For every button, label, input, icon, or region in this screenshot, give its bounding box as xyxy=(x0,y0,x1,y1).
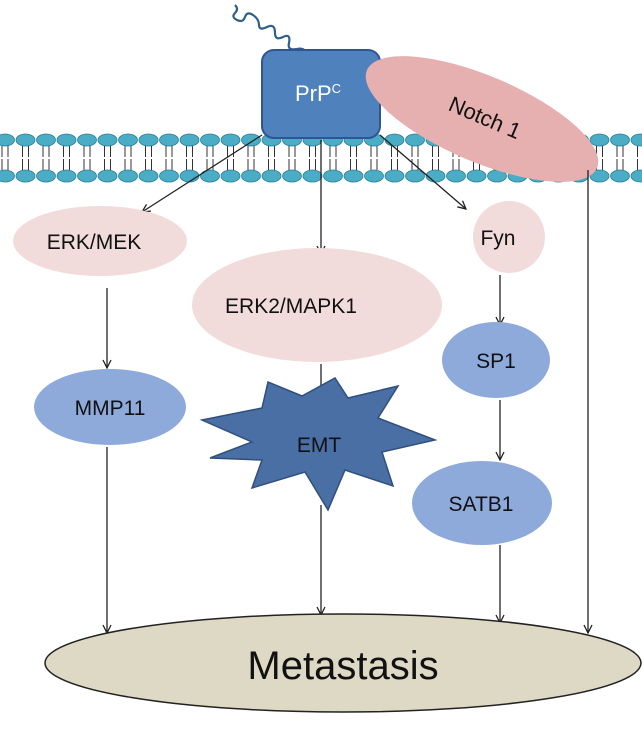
lipid-head xyxy=(241,133,261,147)
arrow-prpc-fyn xyxy=(379,134,466,209)
node-erk-mek: ERK/MEK xyxy=(13,206,187,276)
lipid-head xyxy=(0,133,15,147)
node-sp1: SP1 xyxy=(442,322,550,398)
lipid-tail xyxy=(268,145,275,171)
lipid-tail xyxy=(596,145,603,171)
lipid-head xyxy=(610,133,630,147)
lipid-head xyxy=(77,169,97,183)
lipid-head xyxy=(630,133,642,147)
svg-text:SATB1: SATB1 xyxy=(449,493,514,516)
lipid-head xyxy=(36,133,56,147)
notch1-receptor: Notch 1 xyxy=(365,56,599,182)
lipid-head xyxy=(97,133,118,147)
lipid-head xyxy=(282,169,302,183)
lipid-head xyxy=(159,133,179,147)
lipid-head xyxy=(15,169,36,183)
lipid-tail xyxy=(104,145,111,171)
lipid-head xyxy=(630,169,642,183)
lipid-tail xyxy=(165,145,173,171)
lipid-head xyxy=(200,133,220,147)
lipid-head xyxy=(364,169,384,183)
lipid-head xyxy=(179,133,200,147)
lipid-head xyxy=(118,169,138,183)
lipid-head xyxy=(302,169,323,183)
lipid-head xyxy=(466,169,487,183)
svg-text:ERK2/MAPK1: ERK2/MAPK1 xyxy=(225,295,357,318)
lipid-head xyxy=(0,169,15,183)
lipid-tail xyxy=(616,145,624,171)
lipid-tail xyxy=(329,145,337,171)
svg-text:EMT: EMT xyxy=(297,434,342,457)
lipid-tail xyxy=(124,145,132,171)
lipid-head xyxy=(200,169,220,183)
lipid-tail xyxy=(391,145,398,171)
lipid-head xyxy=(220,133,241,147)
lipid-head xyxy=(384,169,405,183)
node-satb1: SATB1 xyxy=(412,461,552,545)
lipid-tail xyxy=(1,145,9,171)
lipid-tail xyxy=(22,145,29,171)
lipid-head xyxy=(323,169,343,183)
lipid-head xyxy=(179,169,200,183)
arrow-prpc-erkmek xyxy=(142,134,263,212)
svg-text:Metastasis: Metastasis xyxy=(247,644,438,688)
lipid-tail xyxy=(42,145,50,171)
lipid-tail xyxy=(350,145,357,171)
svg-text:Fyn: Fyn xyxy=(480,227,515,250)
lipid-head xyxy=(589,169,610,183)
lipid-head xyxy=(97,169,118,183)
lipid-tail xyxy=(83,145,91,171)
prpc-receptor: PrPC xyxy=(261,49,381,139)
lipid-head xyxy=(118,133,138,147)
lipid-tail xyxy=(206,145,214,171)
lipid-head xyxy=(610,169,630,183)
svg-text:SP1: SP1 xyxy=(476,350,516,373)
lipid-head xyxy=(36,169,56,183)
lipid-head xyxy=(589,133,610,147)
lipid-head xyxy=(405,169,425,183)
lipid-tail xyxy=(247,145,255,171)
lipid-head xyxy=(138,133,159,147)
lipid-head xyxy=(261,169,282,183)
node-emt: EMT xyxy=(199,377,438,512)
lipid-tail xyxy=(288,145,296,171)
node-erk2-mapk1: ERK2/MAPK1 xyxy=(192,248,442,362)
lipid-tail xyxy=(432,145,439,171)
node-metastasis: Metastasis xyxy=(44,613,642,713)
lipid-head xyxy=(159,169,179,183)
lipid-head xyxy=(77,133,97,147)
lipid-head xyxy=(343,169,364,183)
lipid-head xyxy=(56,169,77,183)
lipid-tail xyxy=(227,145,234,171)
node-fyn: Fyn xyxy=(473,201,545,273)
svg-text:ERK/MEK: ERK/MEK xyxy=(47,231,142,254)
lipid-tail xyxy=(637,145,638,171)
lipid-tail xyxy=(370,145,378,171)
lipid-tail xyxy=(145,145,152,171)
lipid-tail xyxy=(186,145,193,171)
lipid-head xyxy=(405,133,425,147)
lipid-head xyxy=(446,169,466,183)
arrows xyxy=(107,134,588,633)
lipid-tail xyxy=(63,145,70,171)
lipid-head xyxy=(220,169,241,183)
lipid-head xyxy=(15,133,36,147)
lipid-head xyxy=(56,133,77,147)
prpc-label: PrPC xyxy=(295,81,341,106)
node-mmp11: MMP11 xyxy=(34,369,186,445)
lipid-tail xyxy=(411,145,419,171)
lipid-head xyxy=(241,169,261,183)
svg-text:MMP11: MMP11 xyxy=(75,397,146,420)
lipid-head xyxy=(384,133,405,147)
lipid-tail xyxy=(309,145,316,171)
lipid-head xyxy=(425,169,446,183)
lipid-head xyxy=(138,169,159,183)
